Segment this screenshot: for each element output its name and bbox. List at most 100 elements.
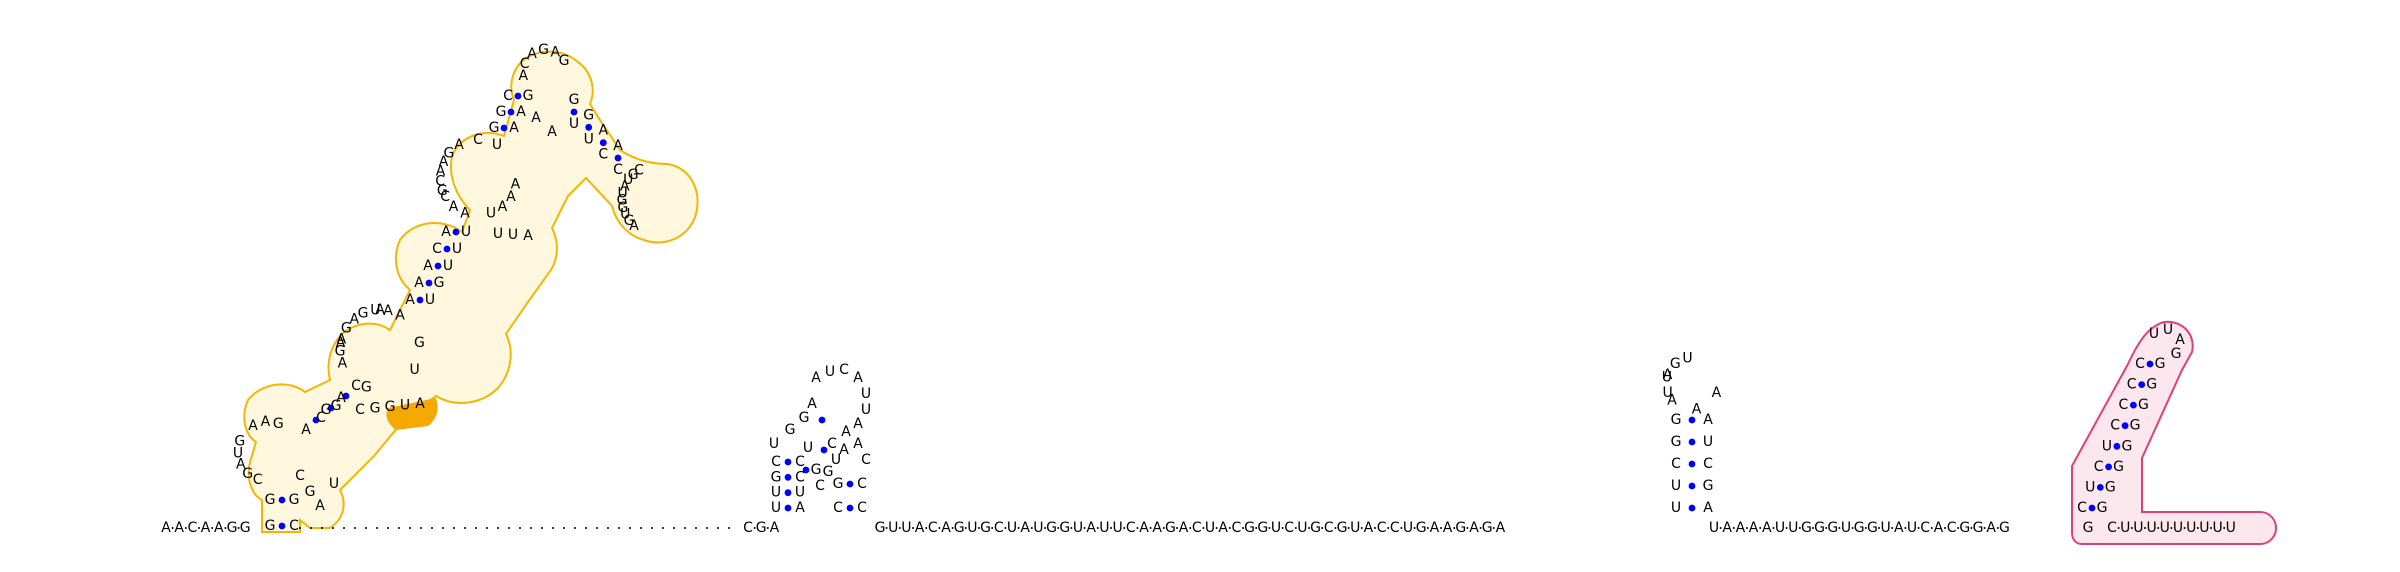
- gap-dot: [453, 527, 455, 529]
- backbone-dot: [2196, 527, 2199, 529]
- backbone-dot: [1228, 527, 1231, 529]
- pink-stem-3p: G: [2113, 459, 2124, 475]
- baseline-nucleotide: U: [901, 520, 911, 536]
- big-stem2-3p: G: [321, 402, 332, 418]
- baseline-nucleotide: C: [1920, 520, 1930, 536]
- big-arm-3p: A: [613, 138, 623, 154]
- big-arm-3p: A: [599, 123, 609, 139]
- base-pair-dot: [784, 504, 792, 512]
- baseline-nucleotide: A: [201, 520, 211, 536]
- backbone-dot: [1096, 527, 1099, 529]
- base-pair-dot: [434, 262, 442, 270]
- big-tip: G: [559, 53, 570, 69]
- baseline-nucleotide: G: [1999, 520, 2010, 536]
- baseline-nucleotide: G: [240, 520, 251, 536]
- baseline-nucleotide: U: [1007, 520, 1017, 536]
- backbone-dot: [1281, 527, 1284, 529]
- baseline-nucleotide: C: [2107, 520, 2117, 536]
- baseline-nucleotide: G: [1244, 520, 1255, 536]
- big-loop2: A: [395, 307, 405, 323]
- backbone-dot: [964, 527, 967, 529]
- baseline-nucleotide: U: [967, 520, 977, 536]
- baseline-nucleotide: A: [1749, 520, 1759, 536]
- right-stem-3p: A: [1703, 412, 1713, 428]
- right-loop: A: [1663, 367, 1673, 383]
- backbone-dot: [1136, 527, 1139, 529]
- gap-dot: [365, 527, 367, 529]
- big-arm-loop: U: [623, 172, 633, 188]
- pink-stem-3p: G: [2130, 418, 2141, 434]
- mid-loop: A: [853, 370, 863, 386]
- backbone-dot: [1004, 527, 1007, 529]
- mid-outer-3p: C: [795, 469, 805, 485]
- pink-stem-5p: C: [2110, 418, 2120, 434]
- baseline-nucleotide: G: [1059, 520, 1070, 536]
- baseline-nucleotide: G: [1165, 520, 1176, 536]
- gap-dot: [310, 527, 312, 529]
- baseline-nucleotide: A: [1139, 520, 1149, 536]
- baseline-nucleotide: G: [756, 520, 767, 536]
- mid-loop: U: [861, 402, 871, 418]
- mid-inner-right: A: [853, 436, 863, 452]
- backbone-dot: [1732, 527, 1735, 529]
- base-pair-dot: [312, 416, 320, 424]
- base-pair-dot: [784, 489, 792, 497]
- baseline-nucleotide: A: [1218, 520, 1228, 536]
- gap-dot: [574, 527, 576, 529]
- mid-inner-right: G: [823, 464, 834, 480]
- big-loop3: A: [506, 189, 516, 205]
- base-pair-dots: [278, 92, 2154, 530]
- backbone-dot: [1044, 527, 1046, 529]
- backbone-dot: [184, 527, 187, 529]
- backbone-dot: [1785, 527, 1788, 529]
- baseline-nucleotide: G: [227, 520, 238, 536]
- baseline-nucleotide: A: [1762, 520, 1772, 536]
- backbone-dot: [1123, 527, 1126, 529]
- gap-dot: [431, 527, 433, 529]
- pink-loop: G: [2171, 346, 2182, 362]
- big-loop2: U: [409, 362, 419, 378]
- big-stem1-3p: G: [289, 492, 300, 508]
- big-loop3-bottom: U: [493, 226, 503, 242]
- pink-stem-5p: C: [2119, 397, 2129, 413]
- big-loop3: A: [439, 154, 449, 170]
- backbone-dot: [885, 527, 888, 529]
- pink-stem-3p: G: [2105, 479, 2116, 495]
- mid-outer-3p: C: [795, 454, 805, 470]
- baseline-nucleotide: A: [1469, 520, 1479, 536]
- big-loop2: A: [383, 303, 393, 319]
- backbone-dot: [766, 527, 769, 529]
- backbone-dot: [1334, 527, 1337, 529]
- pink-stem-3p: G: [2146, 377, 2157, 393]
- mid-loop: A: [853, 416, 863, 432]
- gap-dot: [662, 527, 664, 529]
- big-stem2-3p: A: [315, 498, 325, 514]
- big-loop3: A: [449, 199, 459, 215]
- baseline-nucleotide: A: [1020, 520, 1030, 536]
- backbone-dot: [1798, 527, 1801, 529]
- gap-dot: [497, 527, 499, 529]
- backbone-dot: [1387, 527, 1390, 529]
- baseline-nucleotide: U: [2146, 520, 2156, 536]
- gap-dot: [486, 527, 488, 529]
- base-pair-dot: [614, 154, 622, 162]
- baseline-nucleotide: G: [1801, 520, 1812, 536]
- base-pair-dot: [1688, 416, 1696, 424]
- big-stem2-5p: C: [316, 410, 326, 426]
- baseline-nucleotide: U: [2199, 520, 2209, 536]
- base-pair-dot: [846, 504, 854, 512]
- big-loop1: U: [233, 445, 243, 461]
- backbone-dot: [2157, 527, 2160, 529]
- backbone-dot: [1360, 527, 1363, 529]
- base-pair-dot: [2138, 381, 2146, 388]
- big-stem4-5p: G: [496, 104, 507, 120]
- right-loop: A: [1667, 393, 1677, 409]
- baseline-nucleotide: A: [1934, 520, 1944, 536]
- big-loop2: A: [375, 302, 385, 318]
- baseline-nucleotide: U: [888, 520, 898, 536]
- base-pair-dot: [1688, 482, 1696, 490]
- gap-dot: [376, 527, 378, 529]
- gap-dot: [343, 527, 345, 529]
- backbone-dot: [1440, 527, 1442, 529]
- right-stem-3p: A: [1703, 500, 1713, 516]
